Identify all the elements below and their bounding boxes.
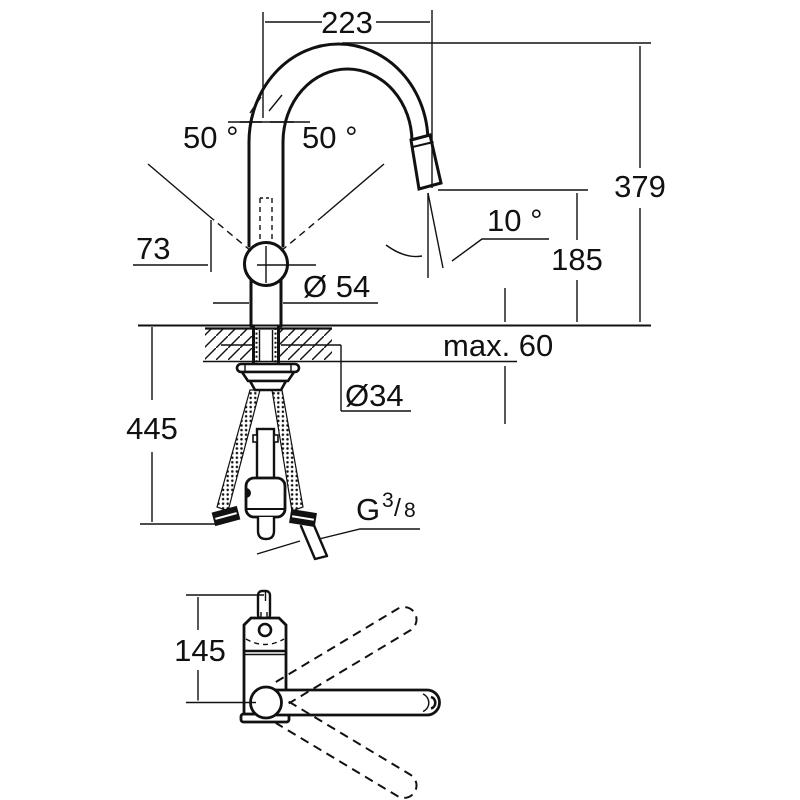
dim-label-outlet-height: 185 bbox=[551, 242, 603, 277]
g38-nipple bbox=[299, 521, 329, 561]
dim-spray-angle: 10 ° bbox=[385, 192, 549, 278]
dim-label-hose-length: 445 bbox=[126, 411, 178, 446]
plan-spout-solid bbox=[249, 685, 441, 720]
faucet-body bbox=[249, 278, 283, 328]
dimensions-side-view: 223 379 185 50 ° 50 ° bbox=[126, 5, 666, 555]
dim-deck-thickness: max. 60 bbox=[443, 288, 553, 424]
dim-label-thread-g: G bbox=[356, 492, 380, 527]
faucet-plan-view: 145 bbox=[174, 589, 441, 799]
dim-label-lever-reach: 73 bbox=[136, 231, 170, 266]
dim-hole-diameter: Ø34 bbox=[221, 344, 411, 413]
dim-plan-reach: 145 bbox=[174, 594, 264, 704]
dim-label-plan-reach: 145 bbox=[174, 633, 226, 668]
dim-outlet-height: 185 bbox=[438, 189, 603, 322]
fixing-washer-nut bbox=[235, 362, 301, 392]
dim-label-spray-angle: 10 ° bbox=[487, 203, 543, 238]
spray-head bbox=[409, 133, 443, 191]
dim-body-diameter: Ø 54 bbox=[213, 269, 378, 304]
dim-label-thread-den: 8 bbox=[404, 499, 416, 522]
riser-tube bbox=[247, 140, 285, 248]
dim-label-thread-slash: / bbox=[394, 494, 401, 522]
supply-hoses bbox=[211, 389, 329, 561]
dim-label-total-height: 379 bbox=[614, 169, 666, 204]
pullout-hose-weight bbox=[244, 427, 287, 541]
plan-pin-hole bbox=[257, 622, 273, 638]
hose-weight bbox=[244, 476, 287, 519]
dim-label-projection: 223 bbox=[321, 5, 373, 40]
dim-spout-projection: 223 bbox=[262, 5, 433, 188]
dim-label-angle-left: 50 ° bbox=[183, 120, 239, 155]
hose-connector-left bbox=[211, 505, 241, 527]
lever-ball-joint bbox=[243, 241, 289, 287]
countertop-section bbox=[138, 324, 651, 363]
dim-label-body-diameter: Ø 54 bbox=[303, 269, 370, 304]
hose-connector-right bbox=[289, 509, 317, 527]
spout-arc bbox=[247, 42, 430, 144]
dim-total-height: 379 bbox=[342, 42, 666, 322]
dim-lever-angles: 50 ° 50 ° bbox=[147, 94, 385, 252]
dim-lever-reach: 73 bbox=[133, 220, 316, 272]
hose-right bbox=[271, 389, 304, 512]
dim-label-deck-thickness: max. 60 bbox=[443, 328, 553, 363]
dim-label-hole-diameter: Ø34 bbox=[345, 378, 404, 413]
dim-label-thread-num: 3 bbox=[382, 489, 394, 512]
dim-hose-length: 445 bbox=[126, 327, 218, 525]
dim-thread-size: G 3 / 8 bbox=[256, 489, 420, 555]
dim-label-angle-right: 50 ° bbox=[302, 120, 358, 155]
